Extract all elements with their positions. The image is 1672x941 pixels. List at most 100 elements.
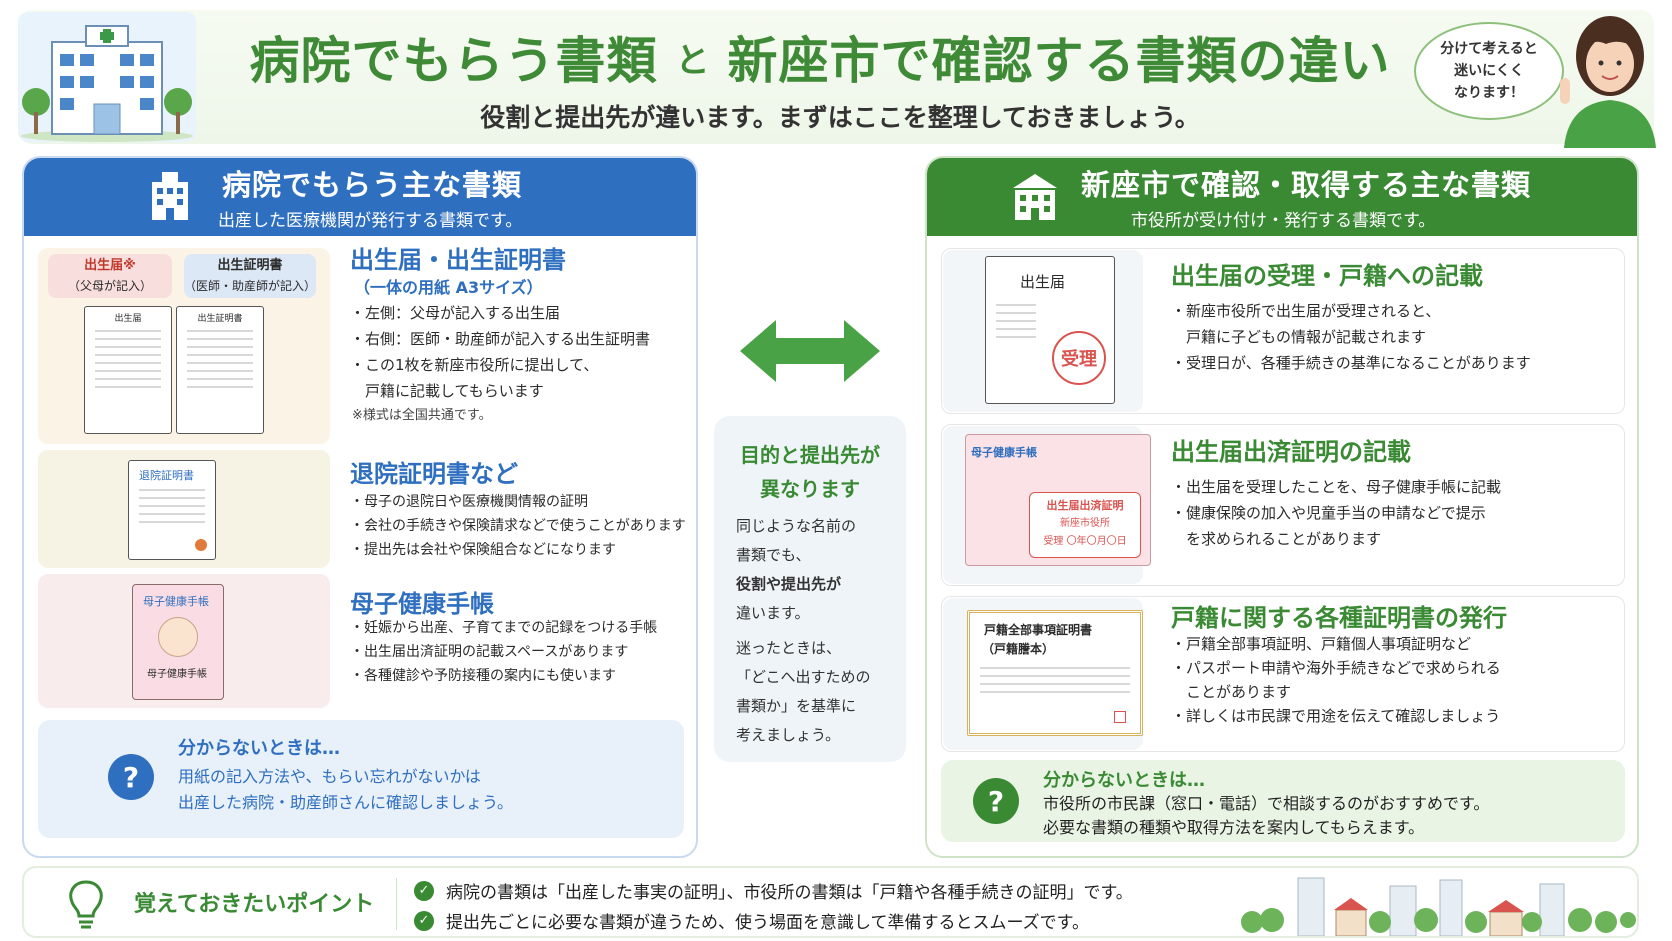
cityscape-illustration	[1241, 877, 1636, 936]
city-help-box: ? 分からないときは… 市役所の市民課（窓口・電話）で相談するのがおすすめです。…	[941, 760, 1625, 842]
help-title: 分からないときは…	[1043, 770, 1205, 791]
cert-line: （戸籍謄本）	[982, 642, 1055, 656]
birth-form-illustration: 出生届※ （父母が記入） 出生証明書 （医師・助産師が記入） 出生届 出生証明書	[38, 248, 330, 444]
item-subtitle: （一体の用紙 A3サイズ）	[354, 278, 543, 297]
item-line: ・パスポート申請や海外手続きなどで求められる	[1171, 659, 1501, 677]
item-title: 戸籍に関する各種証明書の発行	[1171, 604, 1507, 632]
city-documents-panel: 新座市で確認・取得する主な書類 市役所が受け付け・発行する書類です。 出生届 受…	[925, 156, 1639, 858]
item-line: ・受理日が、各種手続きの基準になることがあります	[1171, 354, 1531, 372]
item-title: 出生届・出生証明書	[350, 246, 566, 274]
city-hall-icon	[1013, 174, 1057, 220]
question-icon: ?	[973, 778, 1019, 824]
city-panel-subtitle: 市役所が受け付け・発行する書類です。	[1131, 211, 1436, 231]
footer-point-text: 提出先ごとに必要な書類が違うため、使う場面を意識して準備するとスムーズです。	[446, 913, 1089, 933]
item-line: ・会社の手続きや保険請求などで使うことがあります	[350, 518, 686, 534]
cert-line: 戸籍全部事項証明書	[984, 623, 1093, 637]
middle-body-line: 「どこへ出すための	[736, 668, 871, 686]
city-panel-header: 新座市で確認・取得する主な書類 市役所が受け付け・発行する書類です。	[927, 158, 1637, 236]
double-arrow-icon	[740, 320, 880, 382]
hospital-documents-panel: 病院でもらう主な書類 出産した医療機関が発行する書類です。 出生届※ （父母が記…	[22, 156, 698, 858]
item-line: ・新座市役所で出生届が受理されると、	[1171, 302, 1441, 320]
item-line: ・健康保険の加入や児童手当の申請などで提示	[1171, 504, 1486, 522]
footer-point: ✓ 病院の書類は「出産した事実の証明」、市役所の書類は「戸籍や各種手続きの証明」…	[414, 878, 1133, 903]
difference-explanation-box: 目的と提出先が 異なります 同じような名前の 書類でも、 役割や提出先が 違いま…	[714, 416, 906, 762]
handbook-label-bottom: 母子健康手帳	[147, 669, 207, 680]
help-title: 分からないときは…	[178, 738, 340, 759]
item-line: を求められることがあります	[1171, 530, 1382, 548]
form-left-page: 出生届	[84, 306, 172, 434]
page-title: 病院でもらう書類 と 新座市で確認する書類の違い	[240, 22, 1400, 92]
footer-divider	[396, 878, 397, 930]
discharge-certificate-illustration: 退院証明書	[38, 450, 330, 568]
question-icon: ?	[108, 754, 154, 800]
item-line: ・提出先は会社や保険組合などになります	[350, 542, 616, 558]
help-line: 必要な書類の種類や取得方法を案内してもらえます。	[1043, 818, 1425, 837]
middle-body-line: 違います。	[736, 604, 810, 622]
handbook-label: 母子健康手帳	[971, 446, 1037, 459]
handbook-label: 母子健康手帳	[143, 595, 209, 608]
accepted-notification-illustration: 出生届 受理	[943, 250, 1143, 412]
family-register-certificate-illustration: 戸籍全部事項証明書 （戸籍謄本）	[943, 598, 1143, 750]
item-line: ・戸籍全部事項証明、戸籍個人事項証明など	[1171, 635, 1472, 653]
header-banner	[18, 10, 1654, 144]
page-subtitle: 役割と提出先が違います。まずはここを整理しておきましょう。	[480, 103, 1200, 132]
item-line: 戸籍に記載してもらいます	[350, 382, 544, 400]
middle-body-line: 書類でも、	[736, 546, 811, 564]
stamp-line: 出生届出済証明	[1046, 499, 1124, 512]
bubble-line: なります！	[1454, 85, 1524, 101]
city-panel-title: 新座市で確認・取得する主な書類	[1081, 168, 1532, 202]
maternal-handbook-illustration: 母子健康手帳 母子健康手帳	[38, 574, 330, 708]
footer-title: 覚えておきたいポイント	[134, 892, 375, 917]
title-right: 新座市で確認する書類の違い	[727, 32, 1391, 90]
key-points-footer: 覚えておきたいポイント ✓ 病院の書類は「出産した事実の証明」、市役所の書類は「…	[22, 866, 1639, 938]
item-title: 出生届出済証明の記載	[1171, 438, 1411, 466]
item-line: 戸籍に子どもの情報が記載されます	[1171, 328, 1427, 346]
item-line: ・出生届を受理したことを、母子健康手帳に記載	[1171, 478, 1502, 496]
item-line: ・各種健診や予防接種の案内にも使います	[350, 668, 616, 684]
lightbulb-icon	[69, 880, 103, 929]
hospital-panel-subtitle: 出産した医療機関が発行する書類です。	[218, 211, 523, 231]
title-left: 病院でもらう書類	[249, 32, 658, 90]
help-line: 市役所の市民課（窓口・電話）で相談するのがおすすめです。	[1043, 794, 1490, 813]
item-title: 出生届の受理・戸籍への記載	[1171, 262, 1483, 290]
building-icon	[152, 172, 188, 220]
hospital-panel-title: 病院でもらう主な書類	[222, 168, 523, 202]
tag-birth-notification-sub: （父母が記入）	[67, 279, 152, 293]
middle-body-line: 書類か」を基準に	[736, 697, 857, 715]
tag-birth-certificate-sub: （医師・助産師が記入）	[184, 279, 317, 293]
help-line: 用紙の記入方法や、もらい忘れがないかは	[178, 767, 481, 786]
help-line: 出産した病院・助産師さんに確認しましょう。	[178, 793, 514, 812]
item-title: 母子健康手帳	[350, 590, 494, 618]
handbook-stamp-illustration: 母子健康手帳 出生届出済証明 新座市役所 受理 〇年〇月〇日	[943, 426, 1151, 584]
check-icon: ✓	[414, 880, 434, 901]
item-line: ・出生届出済証明の記載スペースがあります	[350, 644, 629, 660]
form-right-page: 出生証明書	[176, 306, 264, 434]
item-line: ・母子の退院日や医療機関情報の証明	[350, 494, 588, 510]
middle-body-line: 迷ったときは、	[736, 639, 842, 657]
check-icon: ✓	[414, 910, 434, 931]
item-line: ・妊娠から出産、子育てまでの記録をつける手帳	[350, 620, 658, 636]
stamp-line: 受理 〇年〇月〇日	[1043, 536, 1127, 547]
accepted-stamp: 受理	[1052, 331, 1106, 385]
stamp-line: 新座市役所	[1060, 518, 1110, 529]
footer-point-text: 病院の書類は「出産した事実の証明」、市役所の書類は「戸籍や各種手続きの証明」です…	[446, 883, 1133, 903]
hospital-help-box: ? 分からないときは… 用紙の記入方法や、もらい忘れがないかは 出産した病院・助…	[38, 720, 684, 838]
birth-notification-stamp: 出生届出済証明 新座市役所 受理 〇年〇月〇日	[1029, 492, 1141, 558]
item-note: ※様式は全国共通です。	[352, 408, 492, 423]
doc-label: 出生届	[1020, 273, 1066, 291]
middle-body-line: 役割や提出先が	[736, 575, 842, 593]
hospital-panel-header: 病院でもらう主な書類 出産した医療機関が発行する書類です。	[24, 158, 696, 236]
item-line: ・詳しくは市民課で用途を伝えて確認しましょう	[1171, 707, 1501, 725]
item-line: ことがあります	[1171, 683, 1292, 701]
item-line: ・右側：医師・助産師が記入する出生証明書	[350, 330, 651, 348]
tag-birth-notification: 出生届※	[84, 258, 136, 273]
item-title: 退院証明書など	[350, 460, 518, 488]
item-line: ・この1枚を新座市役所に提出して、	[350, 356, 599, 374]
footer-point: ✓ 提出先ごとに必要な書類が違うため、使う場面を意識して準備するとスムーズです。	[414, 908, 1089, 933]
guide-person-illustration	[1560, 16, 1656, 148]
middle-body-line: 同じような名前の	[736, 517, 857, 535]
speech-bubble: 分けて考えると 迷いにくく なります！	[1414, 22, 1564, 120]
tag-birth-certificate: 出生証明書	[217, 258, 283, 273]
hospital-illustration	[18, 12, 196, 142]
middle-title-line: 目的と提出先が	[740, 443, 880, 467]
